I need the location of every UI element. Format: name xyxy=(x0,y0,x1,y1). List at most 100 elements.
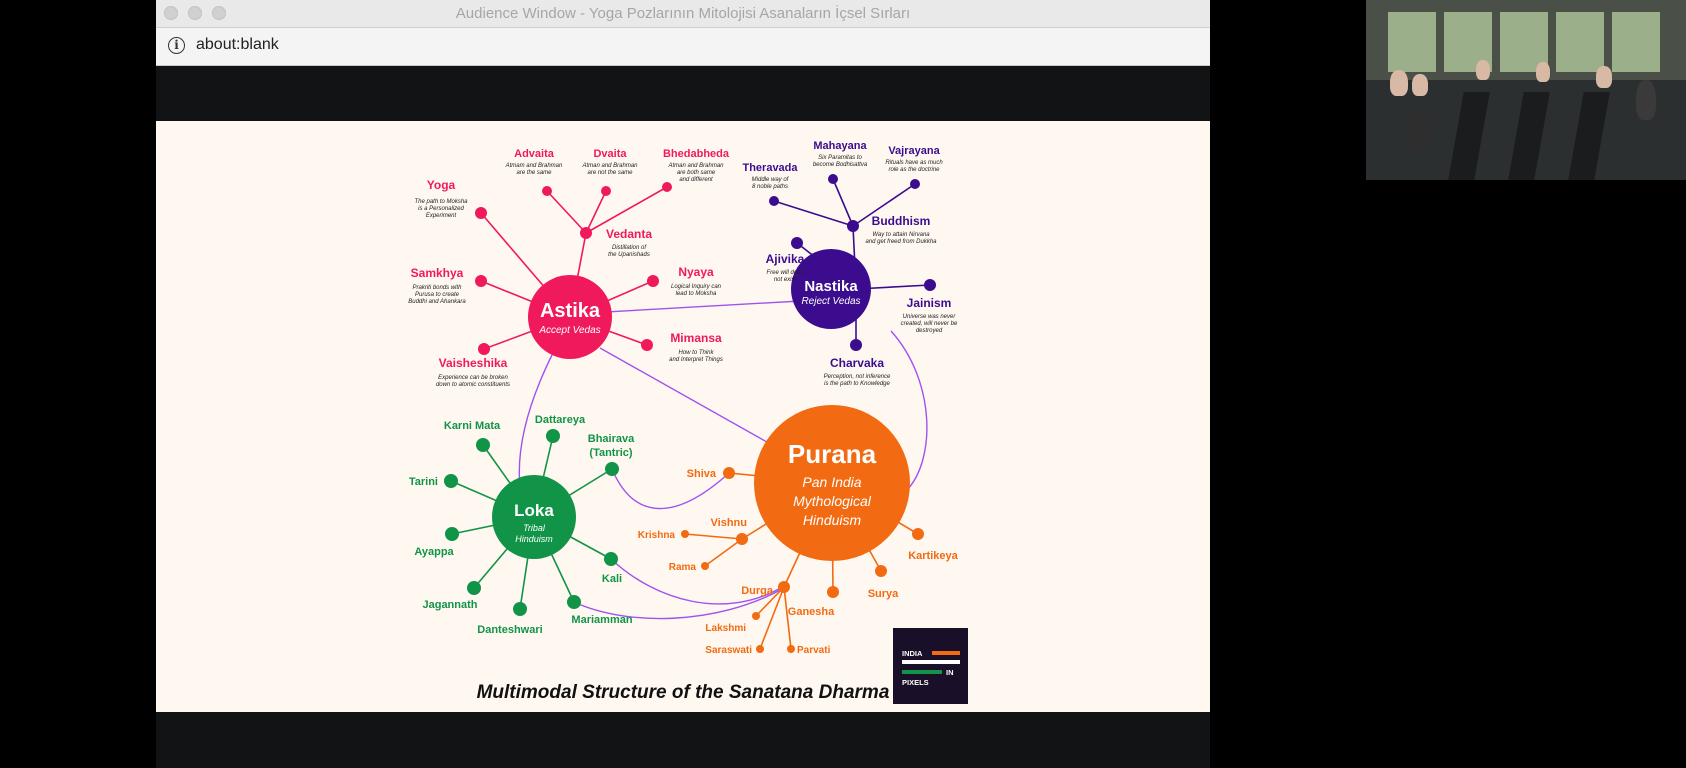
label-mimansa: Mimansa xyxy=(670,331,722,345)
desc-yoga-2: is a Personalized xyxy=(418,206,464,212)
desc-jainism-1: Universe was never xyxy=(903,314,957,320)
desc-jainism-3: destroyed xyxy=(916,328,943,334)
purana-node xyxy=(754,405,910,561)
desc-nyaya-1: Logical Inquiry can xyxy=(671,284,722,290)
link-bhairava-shiva xyxy=(611,468,730,510)
desc-dvaita-2: are not the same xyxy=(587,170,633,176)
label-dattareya: Dattareya xyxy=(535,414,586,426)
window-title: Audience Window - Yoga Pozlarının Mitolo… xyxy=(455,5,911,22)
desc-buddhism-1: Way to attain Nirvana xyxy=(872,232,930,238)
label-buddhism: Buddhism xyxy=(872,214,931,228)
desc-samkhya-1: Prakriti bonds with xyxy=(412,285,462,291)
label-durga: Durga xyxy=(741,585,774,597)
label-jainism: Jainism xyxy=(907,296,952,310)
logo-line-india: INDIA xyxy=(902,649,923,658)
desc-buddhism-2: and get freed from Dukkha xyxy=(865,239,937,245)
label-yoga: Yoga xyxy=(427,178,456,192)
label-vedanta: Vedanta xyxy=(606,227,652,241)
loka-subtitle-1: Tribal xyxy=(523,523,546,533)
label-charvaka: Charvaka xyxy=(830,356,884,370)
label-kartikeya: Kartikeya xyxy=(908,550,958,562)
desc-charvaka-1: Perception, not inference xyxy=(824,374,891,380)
desc-mahayana-2: become Bodhisattva xyxy=(813,162,868,168)
desc-bhedabheda-2: are both same xyxy=(677,170,716,176)
participant-video-thumbnail[interactable] xyxy=(1366,0,1686,180)
label-tarini: Tarini xyxy=(409,476,438,488)
desc-charvaka-2: is the path to Knowledge xyxy=(824,381,890,387)
desc-vajrayana-1: Rituals have as much xyxy=(885,160,943,166)
label-ajivika: Ajivika xyxy=(766,252,805,266)
desc-samkhya-2: Purusa to create xyxy=(415,292,460,298)
purana-title: Purana xyxy=(788,439,877,469)
label-danteshwari: Danteshwari xyxy=(477,624,542,636)
desc-vajrayana-2: role as the doctrine xyxy=(888,167,940,173)
desc-vedanta-1: Distillation of xyxy=(612,245,647,251)
desc-mimansa-2: and Interpret Things xyxy=(669,357,723,363)
label-jagannath: Jagannath xyxy=(422,599,477,611)
desc-theravada-2: 8 noble paths xyxy=(752,184,788,190)
label-parvati: Parvati xyxy=(797,645,831,656)
dharma-diagram: Astika Accept Vedas Nastika Reject Vedas… xyxy=(408,140,968,704)
desc-vaisheshika-2: down to atomic constituents xyxy=(436,382,510,388)
desc-mimansa-1: How to Think xyxy=(678,350,714,356)
address-bar[interactable]: i about:blank xyxy=(156,28,1210,66)
desc-advaita-1: Atmam and Brahman xyxy=(505,163,563,169)
label-kali: Kali xyxy=(602,573,622,585)
desc-mahayana-1: Six Paramitas to xyxy=(818,155,862,161)
label-vishnu: Vishnu xyxy=(711,517,747,529)
label-saraswati: Saraswati xyxy=(705,645,752,656)
link-kali-durga xyxy=(610,558,785,605)
close-window-button[interactable] xyxy=(164,6,178,20)
india-in-pixels-logo: INDIA IN PIXELS xyxy=(893,628,968,704)
desc-jainism-2: created, will never be xyxy=(901,321,958,327)
audience-window: Audience Window - Yoga Pozlarının Mitolo… xyxy=(156,0,1210,768)
title-bar: Audience Window - Yoga Pozlarının Mitolo… xyxy=(156,0,1210,28)
label-samkhya: Samkhya xyxy=(411,266,464,280)
label-tantric: (Tantric) xyxy=(589,447,633,459)
astika-subtitle: Accept Vedas xyxy=(538,325,600,336)
desc-vedanta-2: the Upanishads xyxy=(608,252,650,258)
desc-samkhya-3: Buddhi and Ahankara xyxy=(408,299,466,305)
label-rama: Rama xyxy=(669,562,697,573)
desc-dvaita-1: Atman and Brahman xyxy=(581,163,638,169)
label-vaisheshika: Vaisheshika xyxy=(439,356,508,370)
loka-node xyxy=(492,475,576,559)
label-bhedabheda: Bhedabheda xyxy=(663,148,730,160)
desc-yoga-1: The path to Moksha xyxy=(414,199,468,205)
label-shiva: Shiva xyxy=(687,468,717,480)
minimize-window-button[interactable] xyxy=(188,6,202,20)
slide-content: Astika Accept Vedas Nastika Reject Vedas… xyxy=(156,121,1210,712)
loka-title: Loka xyxy=(514,501,554,520)
desc-ajivika-2: not exist xyxy=(774,277,797,283)
info-icon[interactable]: i xyxy=(168,37,185,54)
label-nyaya: Nyaya xyxy=(678,265,714,279)
logo-line-pixels: PIXELS xyxy=(902,678,929,687)
url-text[interactable]: about:blank xyxy=(196,36,279,53)
label-bhairava: Bhairava xyxy=(588,433,635,445)
label-surya: Surya xyxy=(868,588,899,600)
label-mahayana: Mahayana xyxy=(813,140,867,152)
label-mariamman: Mariamman xyxy=(571,614,632,626)
astika-title: Astika xyxy=(540,300,601,322)
desc-vaisheshika-1: Experience can be broken xyxy=(438,375,508,381)
label-karni-mata: Karni Mata xyxy=(444,420,501,432)
label-theravada: Theravada xyxy=(742,162,798,174)
label-ganesha: Ganesha xyxy=(788,606,835,618)
maximize-window-button[interactable] xyxy=(212,6,226,20)
purana-subtitle-2: Mythological xyxy=(793,493,872,509)
label-dvaita: Dvaita xyxy=(593,148,627,160)
label-vajrayana: Vajrayana xyxy=(888,145,940,157)
logo-line-in: IN xyxy=(946,668,954,677)
link-astika-purana xyxy=(599,347,775,447)
desc-advaita-2: are the same xyxy=(516,170,552,176)
nastika-title: Nastika xyxy=(804,278,858,295)
desc-bhedabheda-1: Atman and Brahman xyxy=(667,163,724,169)
purana-subtitle-3: Hinduism xyxy=(803,512,862,528)
slide-title: Multimodal Structure of the Sanatana Dha… xyxy=(477,682,890,703)
nastika-node xyxy=(791,249,871,329)
link-nastika-purana xyxy=(890,330,928,492)
desc-yoga-3: Experiment xyxy=(426,213,457,219)
link-mariamman-durga xyxy=(573,587,785,620)
label-ayappa: Ayappa xyxy=(414,546,454,558)
desc-nyaya-2: lead to Moksha xyxy=(676,291,717,297)
